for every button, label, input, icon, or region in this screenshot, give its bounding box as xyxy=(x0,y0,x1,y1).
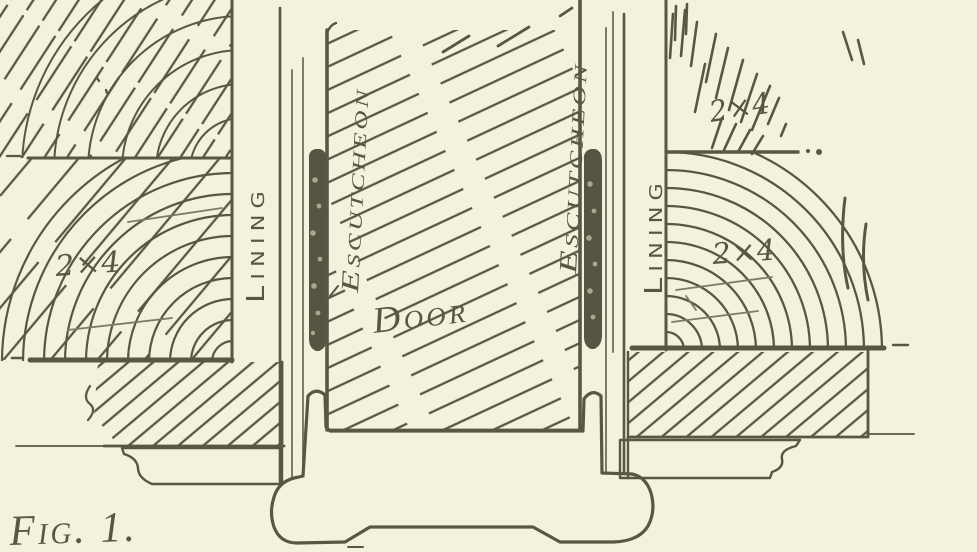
door-top-sketch-dashes xyxy=(441,6,574,54)
sill-right-hatch xyxy=(628,352,868,437)
casing-molding-right-shape xyxy=(618,438,802,480)
figure-caption: Fig. 1. xyxy=(8,504,139,552)
escutcheon-right-plate xyxy=(583,149,602,349)
lining-left-label: Lining xyxy=(241,185,270,303)
stud-right-grain-checks xyxy=(671,276,773,323)
casing-molding-right xyxy=(618,438,802,480)
casing-molding-left-shape xyxy=(120,446,284,486)
wall-backing-left xyxy=(84,360,284,448)
door-guide-strips-right xyxy=(605,11,614,474)
door-left-edge-curl xyxy=(325,21,338,35)
door-hatch xyxy=(328,30,579,430)
stud-left-lower-hatch xyxy=(0,158,232,360)
escutcheon-left-speckles xyxy=(310,177,323,336)
door-guide-strips-left xyxy=(291,57,304,479)
stud-right-mid-line-dots xyxy=(806,149,822,155)
stud-right-side-strokes xyxy=(841,196,870,302)
stud-left-grain-checks xyxy=(67,207,223,331)
casing-molding-left xyxy=(120,446,284,486)
door: Door xyxy=(325,0,582,432)
sill-right xyxy=(626,348,915,480)
stud-right: 2×4 2×4 xyxy=(629,2,910,351)
stud-right-upper-label: 2×4 xyxy=(706,86,774,129)
stud-right-lower-label: 2×4 xyxy=(710,233,777,271)
floor-saddle-block xyxy=(269,389,655,548)
escutcheon-left-plate xyxy=(308,149,327,351)
stud-left: 2×4 xyxy=(0,0,235,364)
floor-saddle-shape xyxy=(269,389,655,545)
stud-left-label: 2×4 xyxy=(53,244,122,283)
escutcheon-right-speckles xyxy=(586,181,598,320)
wall-backing-left-squiggle xyxy=(84,384,95,422)
stud-right-upper-strokes xyxy=(668,2,866,156)
stud-left-upper-hatch xyxy=(0,0,232,158)
lining-right-label: Lining xyxy=(639,177,668,295)
lining-right: Lining xyxy=(622,0,668,475)
stud-left-marks xyxy=(95,76,109,95)
wall-backing-left-hatch xyxy=(94,362,282,445)
